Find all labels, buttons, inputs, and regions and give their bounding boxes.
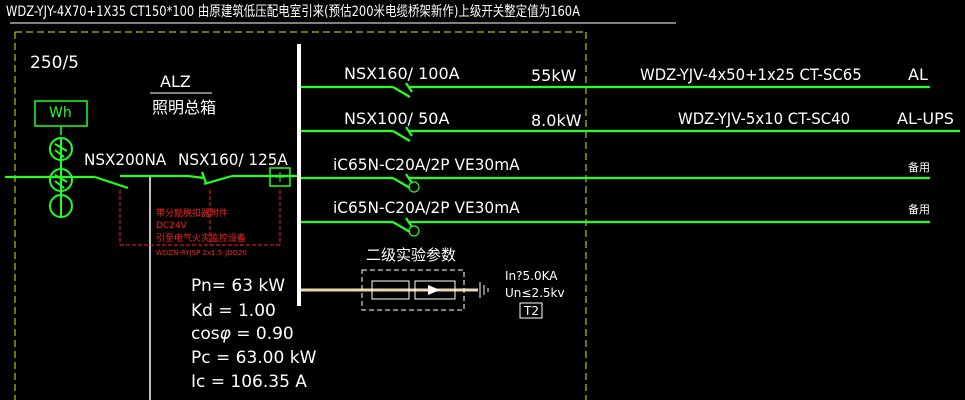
- fire-note-4: WDZN-RYJSP 2x1.5-JDG20: [156, 249, 247, 257]
- calc-cos: cosφ = 0.90: [191, 324, 294, 344]
- cabinet-name: 照明总箱: [152, 98, 217, 117]
- circuit-2-power: 8.0kW: [531, 111, 582, 130]
- spd-dashed-frame: [361, 269, 465, 311]
- spd-box-2: [414, 280, 456, 300]
- calc-ic: Ic = 106.35 A: [191, 372, 307, 392]
- main-breaker-2-label: NSX160/ 125A: [178, 150, 288, 169]
- calc-kd: Kd = 1.00: [191, 301, 276, 321]
- spd-type: T2: [524, 304, 539, 318]
- fire-alarm-leader: [119, 190, 281, 246]
- spd-in: In?5.0KA: [505, 269, 558, 283]
- fire-note-1: 带分励脱扣器附件: [156, 209, 229, 219]
- circuit-4-dest: 备用: [908, 203, 930, 216]
- circuit-2-breaker: NSX100/ 50A: [344, 109, 450, 128]
- ground-icon: [479, 282, 489, 298]
- drawing-title: WDZ-YJY-4X70+1X35 CT150*100 由原建筑低压配电室引来(…: [6, 4, 580, 20]
- circuit-1-dest: AL: [908, 65, 928, 84]
- cabinet-code: ALZ: [160, 72, 191, 91]
- main-breaker-1-label: NSX200NA: [84, 150, 167, 169]
- spd-type-box: [519, 302, 543, 319]
- meter-label: Wh: [49, 105, 72, 121]
- calc-pc: Pc = 63.00 kW: [191, 348, 317, 368]
- circuit-3-breaker: iC65N-C20A/2P VE30mA: [333, 155, 520, 174]
- circuit-3-dest: 备用: [908, 161, 930, 174]
- circuit-1-breaker: NSX160/ 100A: [344, 64, 460, 83]
- circuit-4-breaker: iC65N-C20A/2P VE30mA: [333, 198, 520, 217]
- circuit-2-dest: AL-UPS: [897, 109, 954, 128]
- spd-label: 二级实验参数: [366, 246, 457, 264]
- calc-pn: Pn= 63 kW: [191, 276, 286, 296]
- outgoing-lines: [301, 82, 960, 233]
- spd-box-1: [371, 280, 410, 300]
- fire-note-3: 引至电气火灾监控设备: [156, 234, 247, 244]
- spd-arrow-icon: [428, 285, 440, 295]
- circuit-1-cable: WDZ-YJV-4x50+1x25 CT-SC65: [640, 65, 862, 84]
- ct-ratio: 250/5: [30, 53, 79, 73]
- tap-box: [269, 167, 291, 187]
- circuit-1-power: 55kW: [531, 66, 577, 85]
- incoming-feeder: [5, 171, 299, 190]
- fire-note-2: DC24V: [156, 221, 187, 231]
- cabinet-boundary: [14, 31, 587, 400]
- spd-un: Un≤2.5kv: [505, 286, 565, 300]
- circuit-2-cable: WDZ-YJV-5x10 CT-SC40: [678, 109, 851, 128]
